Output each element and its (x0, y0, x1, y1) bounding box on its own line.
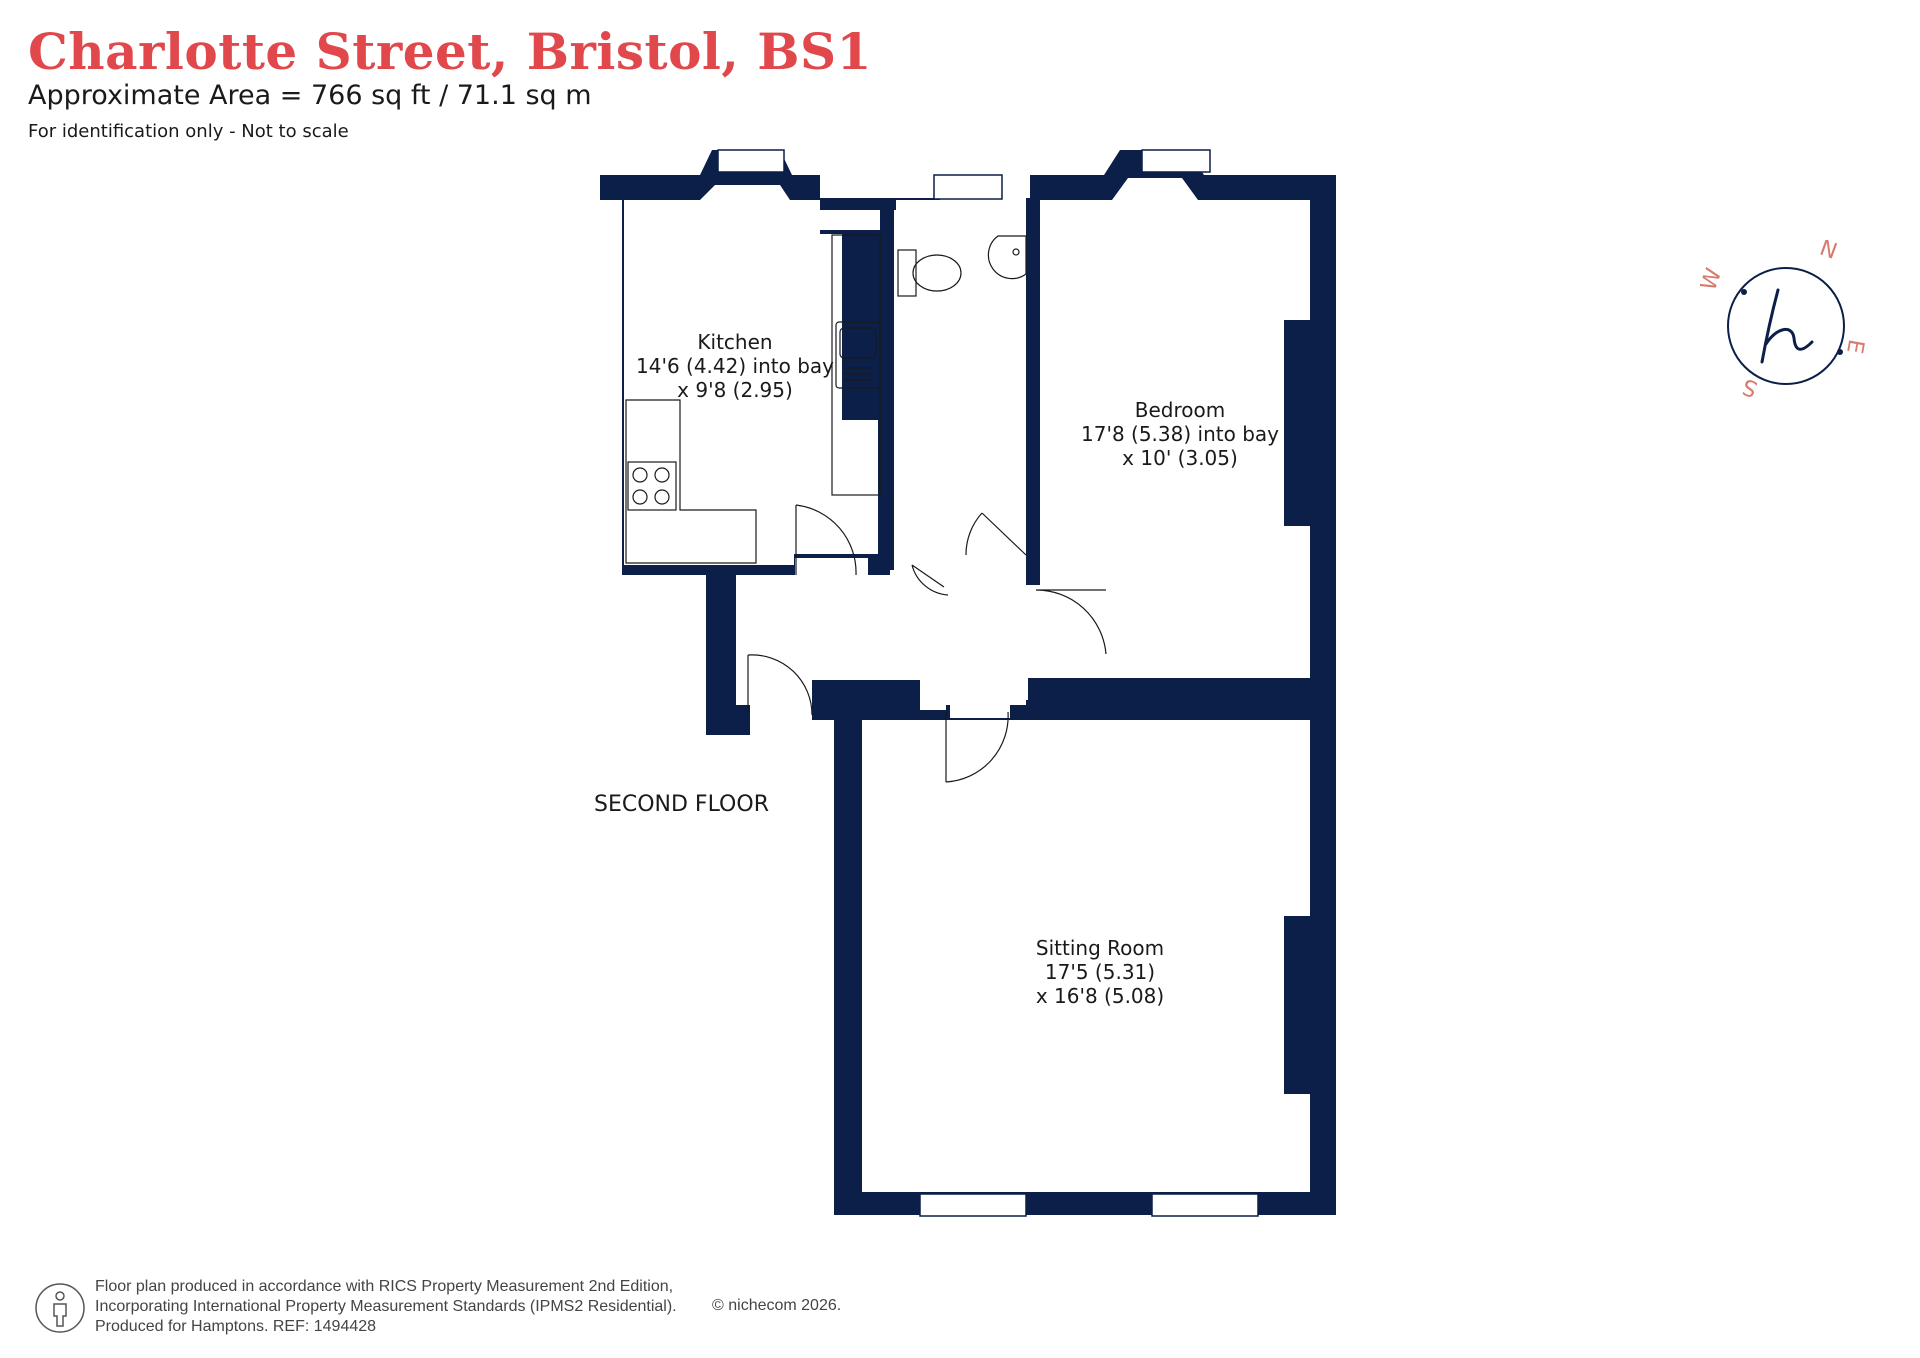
person-icon (35, 1283, 85, 1333)
room-label-bedroom: Bedroom 17'8 (5.38) into bay x 10' (3.05… (1060, 398, 1300, 470)
bedroom-window (1141, 149, 1211, 173)
room-name: Bedroom (1134, 398, 1226, 422)
room-dimension: x 16'8 (5.08) (1035, 984, 1165, 1008)
bedroom-chimney (1284, 320, 1314, 526)
room-dimension: x 10' (3.05) (1122, 446, 1238, 470)
wc-interior (896, 200, 1026, 546)
sitting-chimney (1284, 916, 1314, 1094)
corridor-left-wall (706, 575, 736, 735)
hob-icon (627, 461, 677, 511)
room-dimension: x 9'8 (2.95) (677, 378, 793, 402)
room-dimension: 17'5 (5.31) (1044, 960, 1156, 984)
room-label-sitting-room: Sitting Room 17'5 (5.31) x 16'8 (5.08) (980, 936, 1220, 1008)
room-name: Kitchen (697, 330, 773, 354)
copyright: © nichecom 2026. (712, 1297, 842, 1314)
sitting-window-left (919, 1193, 1027, 1217)
footer-line: Incorporating International Property Mea… (95, 1298, 677, 1315)
compass-w: W (1700, 265, 1727, 294)
door-bedroom (1035, 589, 1107, 655)
kitchen-counter-left (625, 399, 757, 564)
kitchen-window (717, 149, 785, 173)
wc-window (933, 174, 1003, 200)
windows (717, 149, 1259, 1217)
room-name: Sitting Room (1035, 936, 1165, 960)
footer-statement: Floor plan produced in accordance with R… (95, 1277, 677, 1337)
scale-note: For identification only - Not to scale (28, 121, 349, 142)
room-label-kitchen: Kitchen 14'6 (4.42) into bay x 9'8 (2.95… (624, 330, 846, 402)
basin-icon (987, 235, 1027, 280)
floor-label: SECOND FLOOR (594, 792, 769, 817)
door-entrance (747, 654, 813, 716)
fixtures (625, 234, 1107, 783)
room-dimension: 14'6 (4.42) into bay (636, 354, 834, 378)
door-kitchen (795, 504, 857, 576)
compass-s: S (1739, 373, 1761, 401)
room-interiors (624, 178, 1310, 1192)
logo-h-mark (1760, 288, 1814, 364)
footer-line: Floor plan produced in accordance with R… (95, 1278, 674, 1295)
kitchen-interior (624, 185, 878, 565)
door-sitting (945, 711, 1009, 783)
sink-icon (835, 321, 881, 389)
property-title: Charlotte Street, Bristol, BS1 (28, 22, 872, 81)
sitting-window-right (1151, 1193, 1259, 1217)
corridor-lower-wall (736, 705, 750, 735)
toilet-icon (912, 254, 962, 292)
bedroom-interior (1040, 178, 1310, 675)
sitting-room-interior (862, 720, 1310, 1192)
compass-n: N (1816, 240, 1840, 265)
compass-e: E (1841, 337, 1868, 355)
toilet-cistern (897, 249, 917, 297)
door-wc (965, 512, 1027, 556)
hall-interior (736, 578, 1026, 718)
approximate-area: Approximate Area = 766 sq ft / 71.1 sq m (28, 80, 592, 111)
wc-left-wall (880, 210, 894, 570)
door-cupboard (911, 564, 949, 596)
compass-logo-icon: N E S W (1700, 240, 1868, 401)
room-dimension: 17'8 (5.38) into bay (1081, 422, 1279, 446)
footer-line: Produced for Hamptons. REF: 1494428 (95, 1318, 377, 1335)
